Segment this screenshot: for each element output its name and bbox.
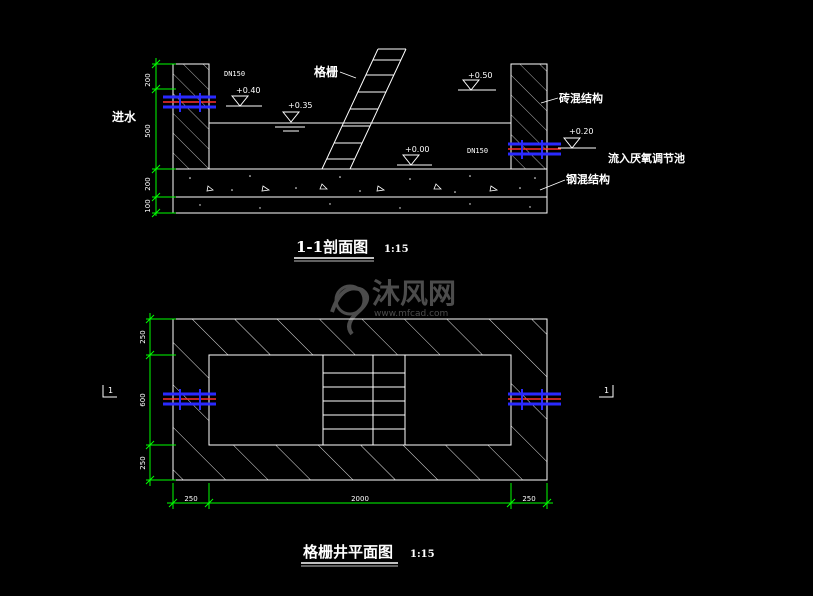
section-dim-500: 500: [144, 124, 152, 137]
cut-label-right: 1: [604, 386, 609, 395]
plan-title: 格栅井平面图: [303, 543, 393, 561]
concrete-dots: [189, 175, 536, 209]
section-dim-100: 100: [144, 199, 152, 212]
plan-dim-v-250-top: 250: [139, 330, 147, 343]
plan-dim-v-600: 600: [139, 393, 147, 406]
section-left-wall: [172, 63, 210, 170]
plan-dim-h-250-left: 250: [184, 495, 197, 503]
pipe-tag-right: DN150: [467, 147, 488, 155]
plan-dim-h-250-right: 250: [522, 495, 535, 503]
watermark-url: www.mfcad.com: [374, 309, 448, 319]
section-scale: 1:15: [384, 244, 409, 255]
section-dim-200-top: 200: [144, 73, 152, 86]
section-base-slab: [172, 168, 548, 198]
section-bedding: [172, 196, 548, 214]
plan-view: 1 1 250 600 250: [102, 313, 614, 567]
plan-bar-screen: [322, 354, 406, 446]
elev-000: +0.00: [405, 145, 430, 154]
section-title: 1-1剖面图: [296, 238, 368, 256]
leaders: [339, 71, 566, 191]
outlet-pipe: [508, 140, 561, 159]
label-outlet: 流入厌氧调节池: [608, 151, 685, 165]
plan-outlet-pipe: [508, 389, 561, 410]
pipe-tag-left: DN150: [224, 70, 245, 78]
inlet-pipe: [163, 93, 216, 112]
elev-035: +0.35: [288, 101, 313, 110]
elevation-markers: [226, 79, 596, 166]
watermark: 沐风网 www.mfcad.com: [330, 277, 456, 336]
label-masonry: 砖混结构: [559, 91, 603, 105]
plan-inner-chamber: [208, 354, 512, 446]
section-dimension-vertical: [151, 58, 176, 218]
label-inlet: 进水: [112, 109, 137, 124]
section-dim-200-bottom: 200: [144, 177, 152, 190]
elev-050: +0.50: [468, 71, 493, 80]
plan-inlet-pipe: [163, 389, 216, 410]
plan-dimension-vertical: [145, 313, 176, 486]
watermark-brand: 沐风网: [372, 277, 456, 310]
plan-dim-v-250-bottom: 250: [139, 456, 147, 469]
elev-040: +0.40: [236, 86, 261, 95]
label-grid: 格栅: [314, 64, 338, 79]
cut-marker-left: [102, 385, 117, 398]
plan-dim-h-2000: 2000: [351, 495, 369, 503]
cut-label-left: 1: [108, 386, 113, 395]
plan-scale: 1:15: [410, 549, 435, 560]
plan-dimension-horizontal: [167, 483, 553, 509]
elev-020: +0.20: [569, 127, 594, 136]
bar-screen: [321, 48, 407, 170]
cut-marker-right: [599, 385, 614, 398]
section-view: 200 500 200 100 进水 格栅 砖混结构 流入厌氧调节池 钢混结构 …: [112, 48, 685, 262]
concrete-fill-marks: [206, 183, 499, 192]
label-rc: 钢混结构: [566, 172, 610, 186]
